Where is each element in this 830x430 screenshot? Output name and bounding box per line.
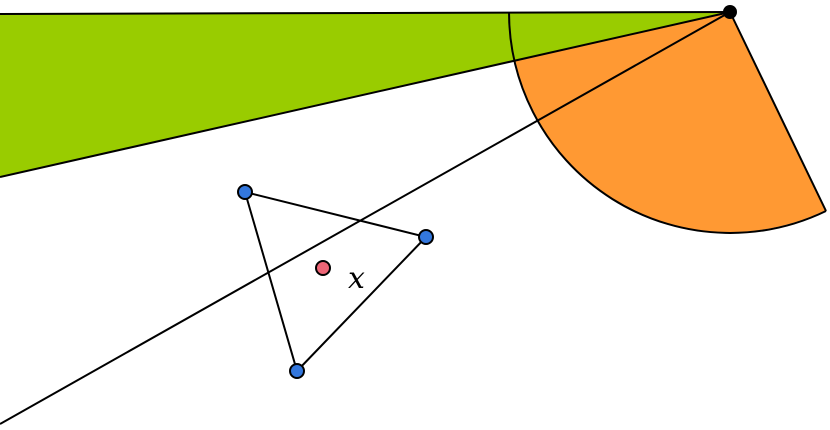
top-line <box>0 11 731 15</box>
upper-ray <box>0 11 731 178</box>
sector-arc <box>508 11 827 234</box>
orange-sector <box>515 12 826 233</box>
sector-edge <box>729 11 827 212</box>
diagonal-line <box>0 11 731 425</box>
triangle <box>243 190 428 373</box>
triangle-vertex-right <box>418 229 434 245</box>
apex-point <box>723 5 737 19</box>
triangle-vertex-top <box>237 184 253 200</box>
point-x <box>315 260 331 276</box>
triangle-vertex-bottom <box>289 363 305 379</box>
point-x-label: x <box>348 261 365 296</box>
